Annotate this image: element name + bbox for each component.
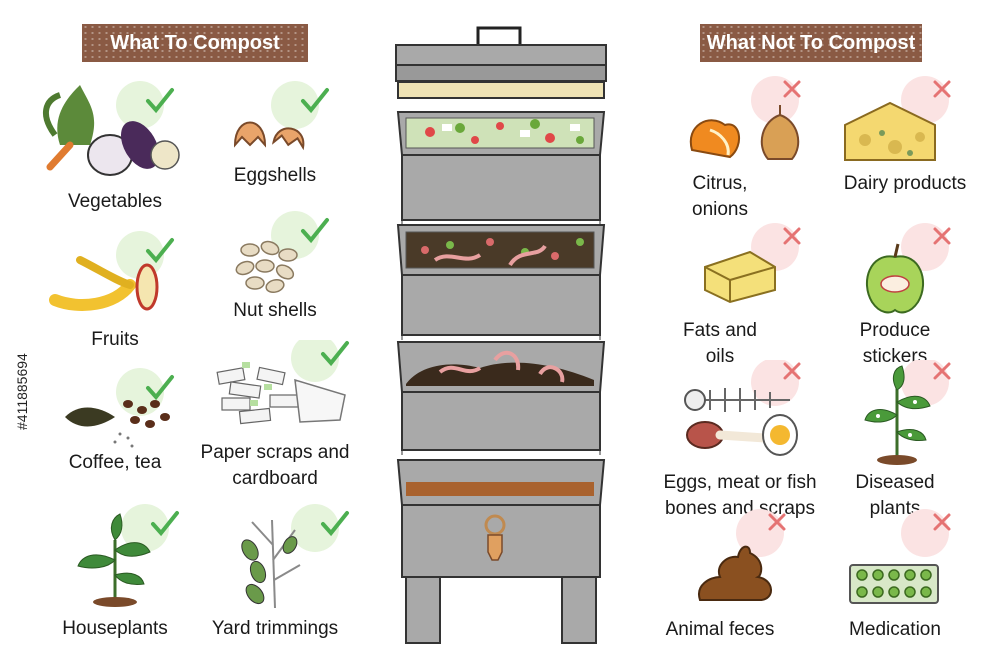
bin-lid-rim [395, 64, 607, 82]
what-not-to-compost-banner: What Not To Compost [700, 24, 922, 62]
bin-lid-handle [476, 26, 522, 45]
no-compost-item-fats-oils: Fats and oils [650, 222, 840, 372]
no-compost-label-dairy: Dairy products [843, 173, 967, 194]
no-compost-item-medication: Medication [810, 505, 1000, 655]
tray-1-body [401, 154, 601, 221]
compost-label-paper-scraps: Paper scraps and cardboard [200, 442, 350, 489]
fish-bones-meat-icon [684, 360, 801, 456]
no-compost-item-animal-feces: Animal feces [650, 505, 840, 655]
no-compost-item-produce-stickers: Produce stickers [810, 222, 1000, 372]
compost-item-eggshells: Eggshells [180, 75, 370, 225]
diseased-plant-icon [864, 360, 951, 465]
no-compost-label-citrus-onions: Citrus, onions [692, 173, 748, 220]
bin-mat [397, 81, 605, 99]
yard-trimmings-icon [241, 504, 349, 609]
no-compost-item-diseased-plants: Diseased plants [810, 360, 1000, 519]
eggshells-icon [233, 81, 329, 151]
compost-item-fruits: Fruits [20, 225, 210, 375]
coffee-tea-icon [65, 368, 174, 448]
butter-icon [704, 223, 801, 304]
vegetables-icon [43, 81, 180, 176]
compost-item-paper-scraps: Paper scraps and cardboard [180, 340, 370, 490]
compost-item-vegetables: Vegetables [20, 75, 210, 225]
cheese-icon [844, 76, 951, 161]
paper-scraps-icon [216, 340, 349, 425]
no-compost-label-produce-stickers: Produce stickers [859, 320, 931, 367]
bin-leg-right [561, 576, 597, 644]
no-compost-label-fats-oils: Fats and oils [683, 320, 757, 367]
animal-feces-icon [698, 509, 786, 601]
medication-icon [849, 509, 951, 604]
no-compost-label-eggs-meat-bones: Eggs, meat or fish bones and scraps [663, 472, 817, 519]
tap-icon [487, 534, 503, 561]
no-compost-label-medication: Medication [849, 619, 941, 640]
worm-3 [438, 365, 482, 374]
compost-item-nut-shells: Nut shells [180, 210, 370, 360]
tap-ring [484, 514, 506, 536]
apple-sticker-icon [866, 223, 951, 314]
compost-label-yard-trimmings: Yard trimmings [211, 618, 339, 639]
compost-label-coffee-tea: Coffee, tea [68, 452, 162, 473]
what-to-compost-banner: What To Compost [82, 24, 308, 62]
compost-label-eggshells: Eggshells [233, 165, 317, 186]
tray-2-body [401, 274, 601, 336]
worm-2 [508, 244, 547, 267]
no-compost-item-dairy: Dairy products [810, 75, 1000, 225]
no-compost-item-citrus-onions: Citrus, onions [650, 75, 840, 225]
compost-label-fruits: Fruits [91, 329, 139, 350]
worm-5 [538, 365, 565, 383]
nut-shells-icon [235, 211, 329, 293]
compost-label-nut-shells: Nut shells [233, 300, 317, 321]
citrus-onion-icon [689, 76, 801, 160]
compost-item-yard-trimmings: Yard trimmings [180, 500, 370, 650]
fruits-icon [49, 231, 174, 311]
compost-item-coffee-tea: Coffee, tea [20, 362, 210, 512]
compost-item-houseplants: Houseplants [20, 500, 210, 650]
compost-label-houseplants: Houseplants [62, 618, 168, 639]
stock-id-watermark: #411885694 [14, 353, 30, 430]
no-compost-item-eggs-meat-bones: Eggs, meat or fish bones and scraps [650, 360, 840, 519]
worm-1 [433, 253, 482, 262]
tray-3-body [401, 391, 601, 451]
base-liquid-layer [406, 482, 594, 496]
compost-label-vegetables: Vegetables [67, 191, 163, 212]
no-compost-label-animal-feces: Animal feces [665, 619, 775, 640]
worm-4 [493, 350, 521, 371]
tray-2-mixed-compost [405, 231, 595, 269]
bin-leg-left [405, 576, 441, 644]
worm-bin-illustration [395, 26, 607, 644]
houseplant-icon [77, 504, 179, 607]
no-compost-label-diseased-plants: Diseased plants [855, 472, 935, 519]
